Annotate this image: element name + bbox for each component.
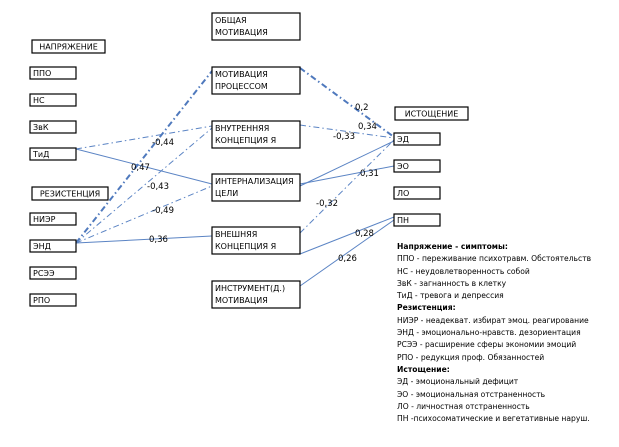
node-istoshchenie: ИСТОЩЕНИЕ: [394, 106, 469, 121]
coef-label: 0,47: [131, 163, 150, 173]
legend: Напряжение - симптомы: ППО - переживание…: [397, 241, 619, 425]
node-nier: НИЭР: [29, 212, 77, 226]
node-ed: ЭД: [393, 132, 441, 146]
coef-label: 0,34: [358, 122, 377, 132]
legend-item: РПО - редукция проф. Обязанностей: [397, 352, 545, 362]
node-label: ЭД: [397, 135, 409, 144]
node-label: ВНУТРЕННЯЯ: [215, 124, 269, 133]
node-label: РЕЗИСТЕНЦИЯ: [40, 190, 100, 199]
node-label: РСЭЭ: [33, 269, 55, 278]
node-label: ВНЕШНЯЯ: [215, 230, 257, 239]
path-tid-internal: [75, 148, 213, 185]
coef-label: 0,28: [355, 229, 374, 239]
node-label: МОТИВАЦИЯ: [215, 296, 268, 305]
node-label: ЭНД: [33, 242, 51, 251]
node-tid: ТиД: [29, 147, 77, 161]
left-column: НАПРЯЖЕНИЕ ППО НС ЗвК ТиД РЕЗИСТЕНЦИЯ НИ…: [29, 39, 109, 307]
path-internal-eo: [299, 165, 395, 185]
node-label: ПН: [397, 216, 409, 225]
node-pn: ПН: [393, 213, 441, 227]
legend-item: РСЭЭ - расширение сферы экономии эмоций: [397, 340, 577, 350]
coef-label: 0,26: [338, 254, 357, 264]
node-motivaciya-processom: МОТИВАЦИЯ ПРОЦЕССОМ: [211, 66, 301, 95]
node-internalizaciya-celi: ИНТЕРНАЛИЗАЦИЯ ЦЕЛИ: [211, 173, 301, 202]
path-vnesh-pn: [299, 216, 395, 255]
legend-item: ТиД - тревога и депрессия: [397, 291, 504, 301]
node-lo: ЛО: [393, 186, 441, 200]
node-label: МОТИВАЦИЯ: [215, 28, 268, 37]
node-label: ИНТЕРНАЛИЗАЦИЯ: [215, 177, 294, 186]
node-label: ПРОЦЕССОМ: [215, 82, 268, 91]
node-vnutrennyaya-koncepciya: ВНУТРЕННЯЯ КОНЦЕПЦИЯ Я: [211, 120, 301, 149]
node-napryazhenie: НАПРЯЖЕНИЕ: [31, 39, 106, 54]
node-instrument-motivaciya: ИНСТРУМЕНТ(Д.) МОТИВАЦИЯ: [211, 280, 301, 309]
node-label: НИЭР: [33, 215, 56, 224]
path-end-process: [75, 70, 213, 244]
node-ns: НС: [29, 93, 77, 107]
node-rezistenciya: РЕЗИСТЕНЦИЯ: [31, 186, 109, 201]
legend-item: ЗвК - загнанность в клетку: [397, 278, 507, 288]
node-vneshnyaya-koncepciya: ВНЕШНЯЯ КОНЦЕПЦИЯ Я: [211, 226, 301, 255]
coef-label: 0,2: [355, 103, 369, 113]
coef-label: 0,31: [360, 169, 379, 179]
node-zvk: ЗвК: [29, 120, 77, 134]
legend-item: НС - неудовлетворенность собой: [397, 266, 530, 276]
legend-item: ППО - переживание психотравм. Обстоятель…: [397, 254, 592, 264]
path-end-internal: [75, 185, 213, 244]
node-label: ЛО: [397, 189, 409, 198]
node-label: ИНСТРУМЕНТ(Д.): [215, 284, 285, 293]
node-label: ТиД: [32, 150, 49, 159]
legend-item: ЭО - эмоциональная отстраненность: [397, 389, 546, 399]
legend-heading: Напряжение - симптомы:: [397, 242, 508, 251]
node-label: ОБЩАЯ: [215, 16, 247, 25]
node-rpo: РПО: [29, 293, 77, 307]
node-label: КОНЦЕПЦИЯ Я: [215, 242, 276, 251]
right-column: ИСТОЩЕНИЕ ЭД ЭО ЛО ПН: [393, 106, 469, 227]
legend-item: ЭД - эмоциональный дефицит: [397, 377, 519, 387]
coefficients: -0,44 0,47 -0,43 -0,49 0,36 0,2 0,34 -0,…: [131, 103, 379, 264]
node-label: ППО: [33, 69, 51, 78]
node-label: ЗвК: [33, 123, 49, 132]
node-label: КОНЦЕПЦИЯ Я: [215, 136, 276, 145]
node-label: ЭО: [397, 162, 409, 171]
legend-item: ПН -психосоматические и вегетативные нар…: [397, 414, 590, 424]
coef-label: 0,36: [149, 235, 168, 245]
node-label: НС: [33, 96, 45, 105]
path-tid-vnutr: [75, 125, 213, 150]
node-label: НАПРЯЖЕНИЕ: [39, 43, 98, 52]
path-process-ed: [299, 67, 395, 138]
coef-label: -0,49: [152, 206, 174, 216]
node-eo: ЭО: [393, 159, 441, 173]
node-label: ЦЕЛИ: [215, 189, 238, 198]
node-label: РПО: [33, 296, 50, 305]
legend-item: НИЭР - неадекват. избират эмоц. реагиров…: [397, 315, 589, 325]
middle-column: ОБЩАЯ МОТИВАЦИЯ МОТИВАЦИЯ ПРОЦЕССОМ ВНУТ…: [211, 12, 301, 309]
connections: [75, 67, 395, 287]
path-vnutr-ed: [299, 124, 395, 139]
coef-label: -0,44: [152, 138, 174, 148]
path-end-vnutr: [75, 127, 213, 244]
coef-label: -0,43: [147, 182, 169, 192]
node-label: ИСТОЩЕНИЕ: [405, 110, 459, 119]
coef-label: -0,33: [333, 132, 355, 142]
path-vnesh-ed: [299, 139, 395, 234]
legend-item: ЛО - личностная отстраненность: [397, 401, 530, 411]
node-ppo: ППО: [29, 66, 77, 80]
path-internal-ed: [299, 140, 395, 187]
coef-label: -0,32: [316, 199, 338, 209]
path-instrument-pn: [299, 219, 395, 287]
node-rsee: РСЭЭ: [29, 266, 77, 280]
legend-heading: Истощение:: [397, 364, 450, 374]
path-end-vnesh: [75, 235, 213, 244]
node-label: МОТИВАЦИЯ: [215, 70, 268, 79]
node-end: ЭНД: [29, 239, 77, 253]
legend-heading: Резистенция:: [397, 303, 456, 313]
legend-item: ЭНД - эмоционально-нравств. дезориентаци…: [397, 328, 581, 338]
node-obshchaya-motivaciya: ОБЩАЯ МОТИВАЦИЯ: [211, 12, 301, 41]
